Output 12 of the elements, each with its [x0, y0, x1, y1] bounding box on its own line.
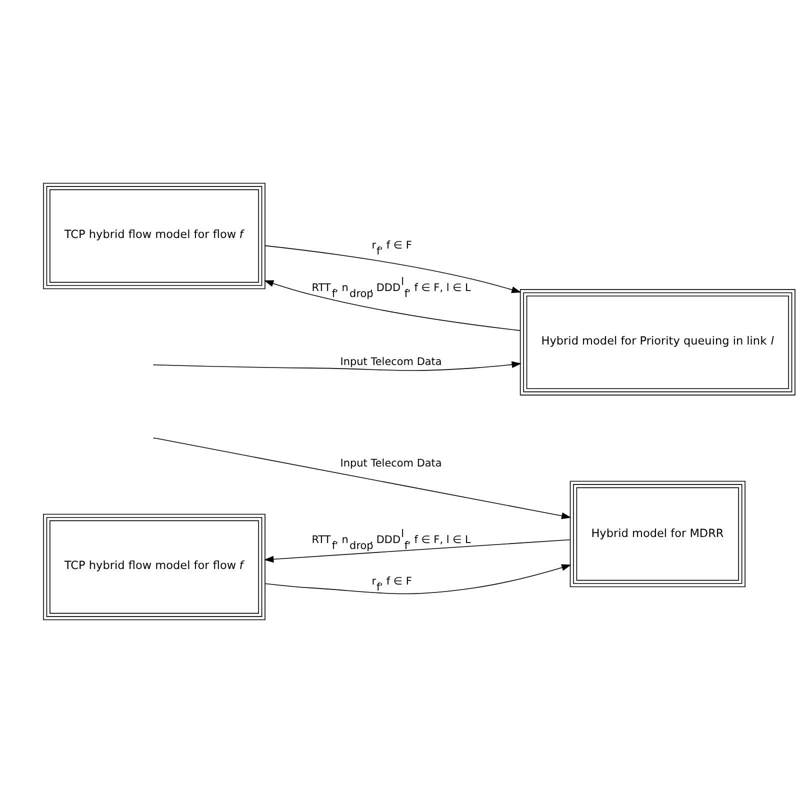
arrow [264, 564, 572, 594]
arrow [264, 280, 521, 331]
arrow [264, 539, 570, 563]
arrow [264, 245, 522, 293]
arrow [154, 438, 572, 520]
arrow [154, 361, 522, 371]
node-box: Hybrid model for Priority queuing in link l [520, 289, 796, 396]
node-box: TCP hybrid flow model for flow f [43, 514, 266, 620]
edge-label: Input Telecom Data [340, 458, 442, 470]
node-box: Hybrid model for MDRR [570, 480, 746, 588]
node-box: TCP hybrid flow model for flow f [43, 182, 266, 290]
edge-label: Input Telecom Data [340, 356, 442, 368]
